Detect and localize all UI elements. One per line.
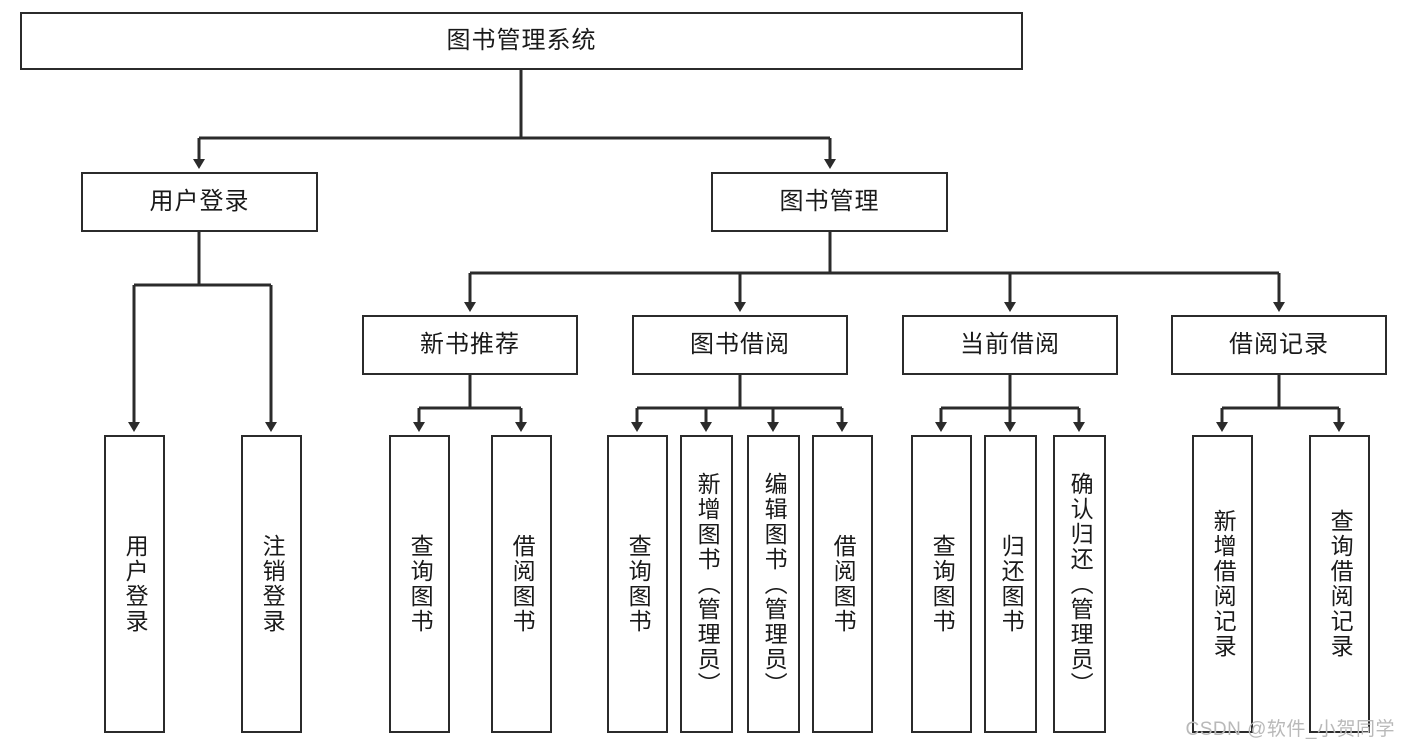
node-leaf-label: 查询图书	[407, 534, 434, 634]
node-book-management[interactable]: 图书管理	[711, 172, 948, 232]
node-leaf-user-login[interactable]: 用户登录	[104, 435, 165, 733]
node-leaf-label: 注销登录	[259, 534, 286, 634]
node-leaf-query-book-borrow[interactable]: 查询图书	[607, 435, 668, 733]
node-leaf-label: 新增借阅记录	[1210, 509, 1237, 659]
node-leaf-label: 归还图书	[998, 534, 1025, 634]
node-leaf-label: 查询借阅记录	[1327, 509, 1354, 659]
node-current-borrow[interactable]: 当前借阅	[902, 315, 1118, 375]
node-leaf-label: 确认归还（管理员）	[1067, 471, 1094, 697]
node-leaf-return-book[interactable]: 归还图书	[984, 435, 1037, 733]
node-leaf-query-book-current[interactable]: 查询图书	[911, 435, 972, 733]
node-leaf-add-borrow-record[interactable]: 新增借阅记录	[1192, 435, 1253, 733]
watermark-text: CSDN @软件_小贺同学	[1185, 719, 1395, 740]
node-leaf-label: 借阅图书	[830, 534, 857, 634]
node-leaf-query-borrow-record[interactable]: 查询借阅记录	[1309, 435, 1370, 733]
node-leaf-label: 用户登录	[122, 534, 149, 634]
node-leaf-label: 新增图书（管理员）	[694, 471, 721, 697]
node-leaf-borrow-book-recommend[interactable]: 借阅图书	[491, 435, 552, 733]
node-leaf-borrow-book[interactable]: 借阅图书	[812, 435, 873, 733]
node-leaf-label: 借阅图书	[509, 534, 536, 634]
node-leaf-confirm-return-admin[interactable]: 确认归还（管理员）	[1053, 435, 1106, 733]
node-new-book-recommend[interactable]: 新书推荐	[362, 315, 578, 375]
node-root-system[interactable]: 图书管理系统	[20, 12, 1023, 70]
node-borrow-record[interactable]: 借阅记录	[1171, 315, 1387, 375]
node-leaf-query-book-recommend[interactable]: 查询图书	[389, 435, 450, 733]
node-leaf-label: 查询图书	[929, 534, 956, 634]
node-leaf-label: 编辑图书（管理员）	[761, 471, 788, 697]
node-leaf-logout[interactable]: 注销登录	[241, 435, 302, 733]
node-user-login[interactable]: 用户登录	[81, 172, 318, 232]
node-leaf-add-book-admin[interactable]: 新增图书（管理员）	[680, 435, 733, 733]
node-leaf-edit-book-admin[interactable]: 编辑图书（管理员）	[747, 435, 800, 733]
node-book-borrow[interactable]: 图书借阅	[632, 315, 848, 375]
node-leaf-label: 查询图书	[625, 534, 652, 634]
